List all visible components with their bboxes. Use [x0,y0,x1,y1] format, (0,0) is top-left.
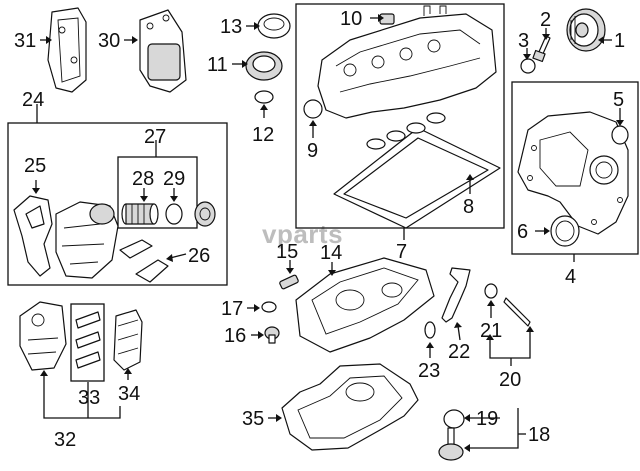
callout-labels: 1 2 3 4 5 6 7 8 9 10 11 12 13 14 15 16 1… [14,8,625,451]
callout-33: 33 [78,387,100,409]
gasket-set-box [70,303,105,382]
callout-leaders [32,14,624,452]
front-crank-seal-part [550,215,580,247]
oil-filler-cap-part [257,13,291,39]
callout-35: 35 [242,408,264,430]
tube-seal-part [484,283,498,299]
upper-oil-pan-part [295,257,435,353]
callout-32: 32 [54,429,76,451]
housing-seals-part [119,239,169,283]
oil-pump-seal-part [443,409,465,429]
oil-cooler-part [19,301,67,371]
dipstick-tube-part [441,267,471,323]
filler-cap-o-ring-part [254,90,274,104]
crankshaft-pulley-part [566,8,606,52]
callout-5: 5 [613,89,624,111]
oil-level-sensor-lower-part [438,427,464,461]
spark-plug-tube-seals-part [366,112,446,150]
valve-cover-group-box [295,3,505,229]
valve-cover-gasket-part [333,127,501,229]
callout-10: 10 [340,8,362,30]
callout-2: 2 [540,9,551,31]
callout-22: 22 [448,341,470,363]
timing-cover-seal-small-part [611,125,629,145]
timing-cover-part [517,111,629,235]
oil-filter-subgroup-box [117,156,198,229]
dipstick-part [503,297,531,327]
callout-13: 13 [220,16,242,38]
callout-18: 18 [528,424,550,446]
cover-plate-part [47,7,87,93]
callout-3: 3 [518,30,529,52]
callout-28: 28 [132,168,154,190]
pulley-bolt-part [532,35,551,63]
oil-filter-housing-gasket-part [13,195,53,277]
callout-26: 26 [188,245,210,267]
callout-4: 4 [565,266,576,288]
oil-filter-element-part [121,203,159,225]
callout-11: 11 [207,54,228,76]
oil-filter-housing-group-box [7,122,228,286]
callout-31: 31 [14,30,36,52]
callout-1: 1 [614,30,625,52]
callout-24: 24 [22,89,44,111]
callout-20: 20 [499,369,521,391]
crank-seal-ring-part [520,58,536,74]
callout-14: 14 [320,242,342,264]
callout-19: 19 [476,408,498,430]
callout-23: 23 [418,360,440,382]
callout-6: 6 [517,221,528,243]
callout-12: 12 [252,124,274,146]
timing-cover-group-box [511,81,639,255]
oil-level-sensor-part [279,274,299,290]
callout-27: 27 [144,126,166,148]
callout-17: 17 [221,298,243,320]
tube-o-ring-part [424,321,436,339]
callout-29: 29 [163,168,185,190]
drain-plug-part [264,326,280,344]
callout-21: 21 [480,320,502,342]
callout-7: 7 [396,241,407,263]
callout-8: 8 [463,196,474,218]
filter-o-ring-part [165,203,183,225]
callout-9: 9 [307,140,318,162]
callout-15: 15 [276,241,298,263]
valve-cover-part [317,5,497,119]
engine-bracket-part [139,9,187,93]
callout-34: 34 [118,383,140,405]
oil-cooler-gaskets-part [75,311,101,369]
oil-filter-cap-part [194,201,216,227]
watermark-text: vparts [262,219,343,249]
callout-16: 16 [224,325,246,347]
oil-filler-neck-part [245,51,283,81]
callout-30: 30 [98,30,120,52]
oil-filter-housing-part [55,201,119,279]
lower-oil-pan-part [281,363,419,451]
callout-25: 25 [24,155,46,177]
valve-cover-seal-part [303,99,323,119]
drain-plug-washer-part [261,301,277,313]
oil-cooler-core-part [113,309,143,371]
